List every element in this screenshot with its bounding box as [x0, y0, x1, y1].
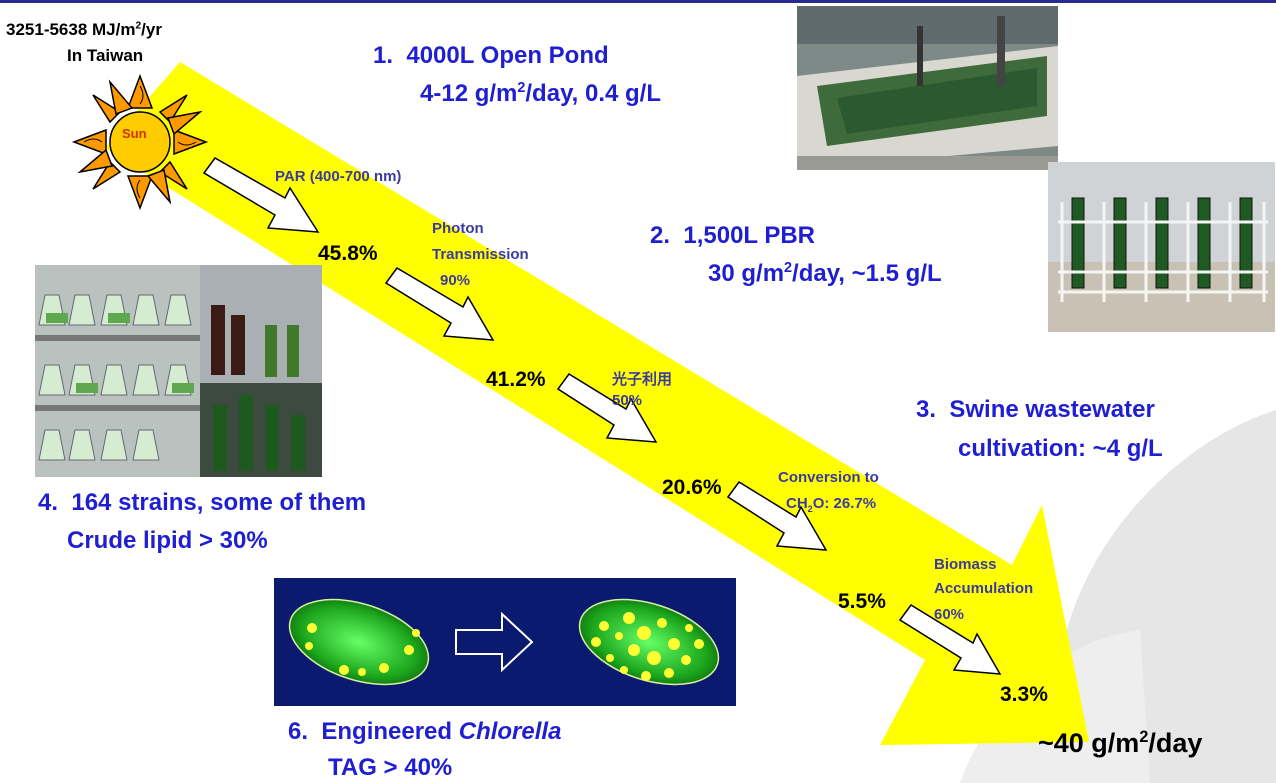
chlorella-cell-before [288, 598, 430, 686]
step-arrow-5 [898, 603, 1002, 675]
open-pond-detail: 4-12 g/m2/day, 0.4 g/L [420, 80, 661, 107]
strains-line1: 4. 164 strains, some of them [38, 489, 367, 516]
step-arrow-1 [202, 157, 320, 233]
efficiency-percent-2: 41.2% [486, 368, 546, 391]
swine-line1: 3. Swine wastewater [916, 396, 1155, 423]
step-label-par: PAR (400-700 nm) [275, 168, 402, 185]
chlorella-line1: 6. Engineered Chlorella [288, 718, 562, 745]
step-label-photon-2: Transmission [432, 246, 529, 263]
step-label-biomass-1: Biomass [934, 556, 997, 573]
sun-icon [71, 73, 209, 211]
step-arrow-4 [726, 480, 828, 551]
strains-photo [35, 265, 322, 477]
step-arrow-2 [384, 267, 495, 341]
step-arrow-3 [556, 372, 658, 443]
step-value-photon: 90% [440, 272, 471, 289]
sun-label: Sun [122, 126, 147, 141]
engineering-arrow [455, 611, 534, 673]
strains-line2: Crude lipid > 30% [67, 527, 268, 554]
solar-energy-location: In Taiwan [67, 46, 144, 65]
efficiency-percent-4: 5.5% [838, 590, 886, 613]
top-border-line [0, 0, 1276, 3]
step-value-photon-use: 50% [612, 392, 643, 409]
step-label-biomass-2: Accumulation [934, 580, 1034, 597]
pbr-title: 2. 1,500L PBR [650, 222, 815, 249]
step-label-conversion-1: Conversion to [778, 469, 879, 486]
step-value-biomass: 60% [934, 606, 965, 623]
chlorella-panel [274, 578, 736, 706]
step-label-photon-use: 光子利用 [612, 370, 673, 388]
open-pond-photo [797, 6, 1058, 170]
pbr-detail: 30 g/m2/day, ~1.5 g/L [708, 260, 942, 287]
efficiency-percent-1: 45.8% [318, 242, 378, 265]
step-label-photon-1: Photon [432, 220, 484, 237]
step-label-conversion-2: CH2O: 26.7% [786, 495, 877, 514]
open-pond-title: 1. 4000L Open Pond [373, 42, 609, 69]
efficiency-percent-5: 3.3% [1000, 683, 1048, 706]
chlorella-line2: TAG > 40% [328, 754, 453, 781]
efficiency-percent-3: 20.6% [662, 476, 722, 499]
pbr-photo [1048, 162, 1275, 332]
final-yield: ~40 g/m2/day [1038, 728, 1203, 758]
solar-energy-value: 3251-5638 MJ/m2/yr [6, 20, 162, 39]
swine-line2: cultivation: ~4 g/L [958, 435, 1163, 462]
